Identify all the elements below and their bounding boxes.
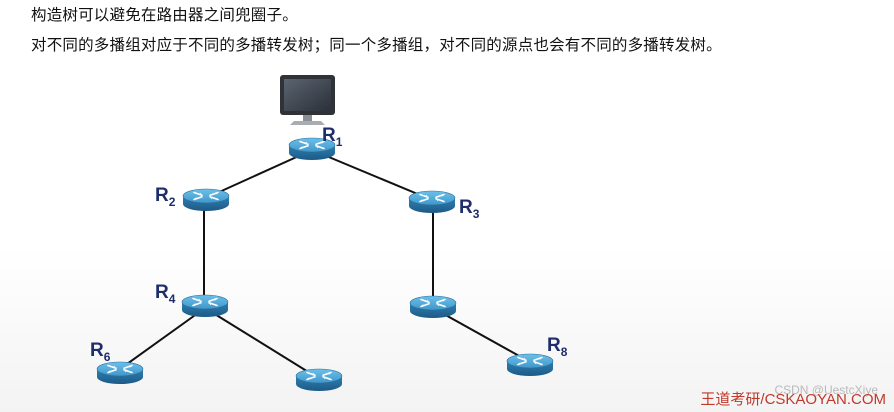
router-label-r8: R8 bbox=[547, 335, 568, 359]
link-r4-r6 bbox=[119, 307, 206, 370]
router-icon bbox=[182, 188, 230, 212]
router-label-r2: R2 bbox=[155, 185, 176, 209]
csdn-watermark: CSDN @UestcXiye bbox=[774, 383, 878, 397]
router-label-r4: R4 bbox=[155, 282, 176, 306]
link-r1-r2 bbox=[205, 149, 313, 199]
router-icon bbox=[295, 368, 343, 392]
link-r1-r3 bbox=[311, 149, 433, 201]
footer-brand: 王道考研/CSKAOYAN.COM bbox=[700, 391, 886, 408]
intro-text-line-1: 构造树可以避免在路由器之间兜圈子。 bbox=[31, 6, 298, 24]
router-icon bbox=[181, 294, 229, 318]
router-label-r6: R6 bbox=[90, 340, 111, 364]
intro-text-line-2: 对不同的多播组对应于不同的多播转发树；同一个多播组，对不同的源点也会有不同的多播… bbox=[31, 36, 722, 54]
link-r4-r7 bbox=[204, 307, 319, 379]
router-label-r1: R1 bbox=[322, 125, 343, 149]
router-icon bbox=[96, 361, 144, 385]
link-r5-r8 bbox=[432, 307, 531, 363]
router-icon bbox=[409, 295, 457, 319]
monitor-icon bbox=[280, 75, 335, 125]
router-label-r3: R3 bbox=[459, 197, 480, 221]
router-icon bbox=[408, 190, 456, 214]
router-icon bbox=[506, 353, 554, 377]
links bbox=[119, 149, 531, 379]
